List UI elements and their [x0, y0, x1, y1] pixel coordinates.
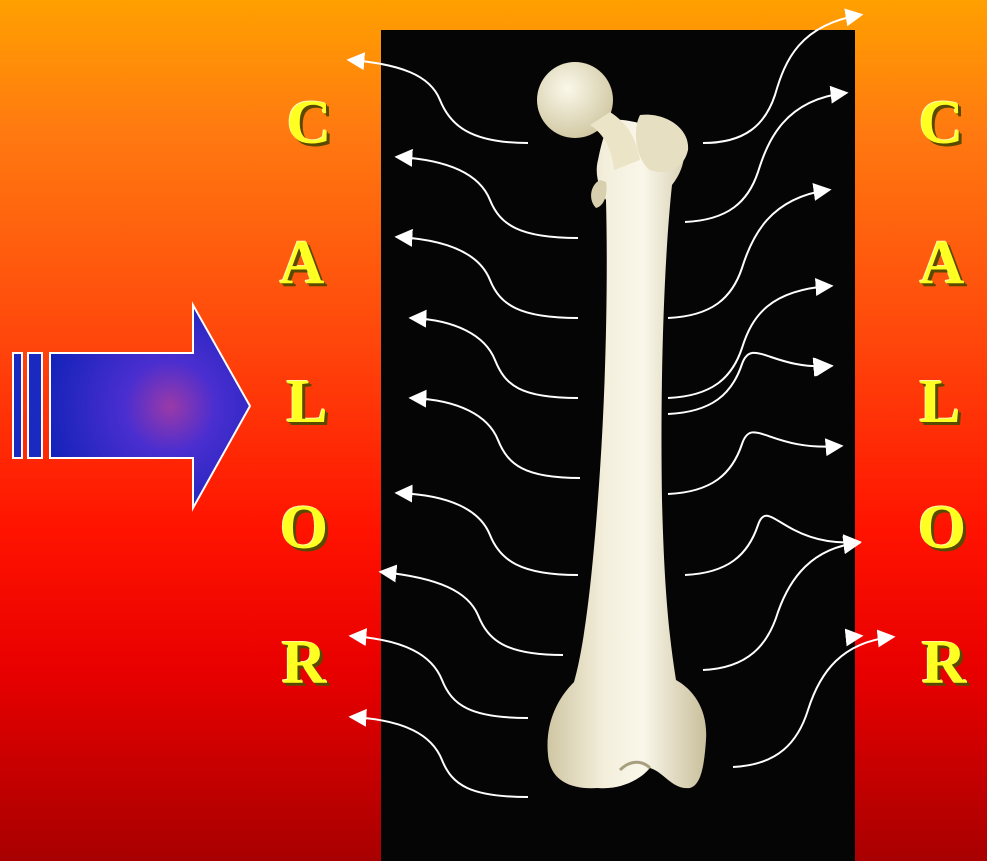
- left-letter-o: O: [274, 497, 334, 559]
- left-letter-a: A: [272, 232, 332, 294]
- left-letter-l: L: [277, 371, 337, 433]
- right-letter-c: C: [911, 92, 971, 154]
- right-letter-o: O: [912, 497, 972, 559]
- right-letter-l: L: [910, 371, 970, 433]
- right-letter-r: R: [914, 632, 974, 694]
- left-letter-r: R: [274, 632, 334, 694]
- right-letter-a: A: [912, 232, 972, 294]
- bone-panel: [381, 30, 855, 861]
- block-arrow-right-icon: [0, 0, 260, 520]
- left-letter-c: C: [279, 92, 339, 154]
